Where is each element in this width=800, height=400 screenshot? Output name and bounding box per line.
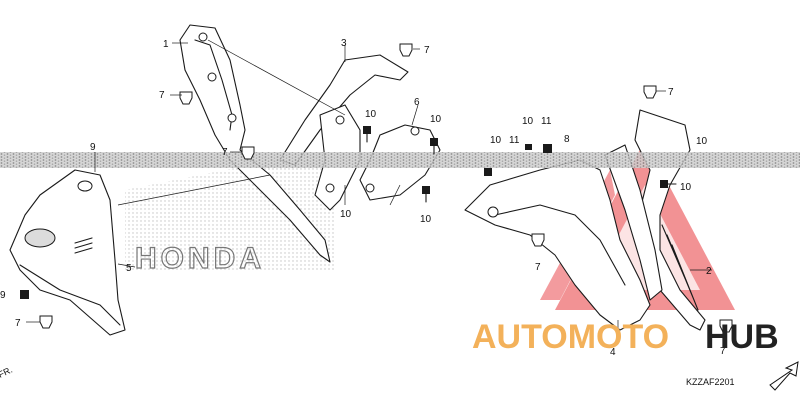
callout-10: 10 — [420, 214, 432, 225]
fastener-7 — [179, 91, 193, 105]
fastener-7 — [531, 233, 545, 247]
callout-11: 11 — [509, 135, 520, 146]
fastener-7 — [39, 315, 53, 329]
callouts: 1 2 3 4 5 6 7 7 7 7 7 7 7 8 9 9 10 10 10… — [0, 38, 726, 358]
callout-8: 8 — [564, 134, 570, 145]
fastener-7 — [643, 85, 657, 99]
callout-10: 10 — [490, 135, 502, 146]
callout-10: 10 — [696, 136, 708, 147]
fastener-10 — [430, 138, 438, 155]
callout-11: 11 — [541, 116, 552, 127]
front-marker-text: FR. — [0, 365, 14, 380]
callout-3: 3 — [341, 38, 347, 49]
fastener-10 — [363, 126, 371, 143]
callout-7: 7 — [159, 90, 165, 101]
leader-lines — [22, 39, 727, 343]
fastener-7 — [399, 43, 413, 57]
decal-dot-field — [125, 150, 335, 270]
callout-7: 7 — [720, 346, 726, 357]
decal-text: HONDA — [135, 242, 265, 275]
callout-10: 10 — [522, 116, 534, 127]
callout-4: 4 — [610, 347, 616, 358]
fastener-9 — [20, 290, 29, 299]
fastener-10 — [660, 180, 677, 188]
torn-band — [0, 152, 800, 168]
torn-band-fill — [0, 152, 800, 168]
grommet-9 — [77, 180, 93, 192]
callout-7: 7 — [15, 318, 21, 329]
direction-arrow-icon — [769, 361, 799, 391]
watermark-part2: HUB — [705, 318, 779, 356]
callout-7: 7 — [424, 45, 430, 56]
callout-10: 10 — [365, 109, 377, 120]
callout-7: 7 — [222, 147, 228, 158]
part-lower-cowl — [9, 169, 126, 336]
callout-7: 7 — [668, 87, 674, 98]
watermark-text: AUTOMOTO HUB — [472, 318, 779, 356]
callout-10: 10 — [340, 209, 352, 220]
fastener-10 — [422, 186, 430, 203]
part-inner-panel — [179, 24, 331, 263]
callout-6: 6 — [414, 97, 420, 108]
fastener-7 — [241, 146, 255, 160]
callout-10: 10 — [430, 114, 442, 125]
callout-9: 9 — [0, 290, 6, 301]
fastener-11 — [525, 144, 532, 150]
fastener-10 — [484, 168, 492, 176]
callout-9: 9 — [90, 142, 96, 153]
honda-decal: HONDA — [125, 150, 335, 276]
callout-1: 1 — [163, 39, 169, 50]
front-marker: FR. — [0, 365, 14, 380]
fastener-11 — [543, 144, 552, 153]
callout-10: 10 — [680, 182, 692, 193]
fasteners — [20, 43, 733, 333]
part-side-cowl — [464, 159, 651, 331]
watermark-part1: AUTOMOTO — [472, 318, 669, 356]
callout-2: 2 — [706, 266, 712, 277]
cowl-vent-hole — [24, 228, 56, 248]
callout-5: 5 — [126, 263, 132, 274]
fastener-7 — [719, 319, 733, 333]
diagram-code: KZZAF2201 — [686, 377, 735, 387]
callout-7: 7 — [535, 262, 541, 273]
